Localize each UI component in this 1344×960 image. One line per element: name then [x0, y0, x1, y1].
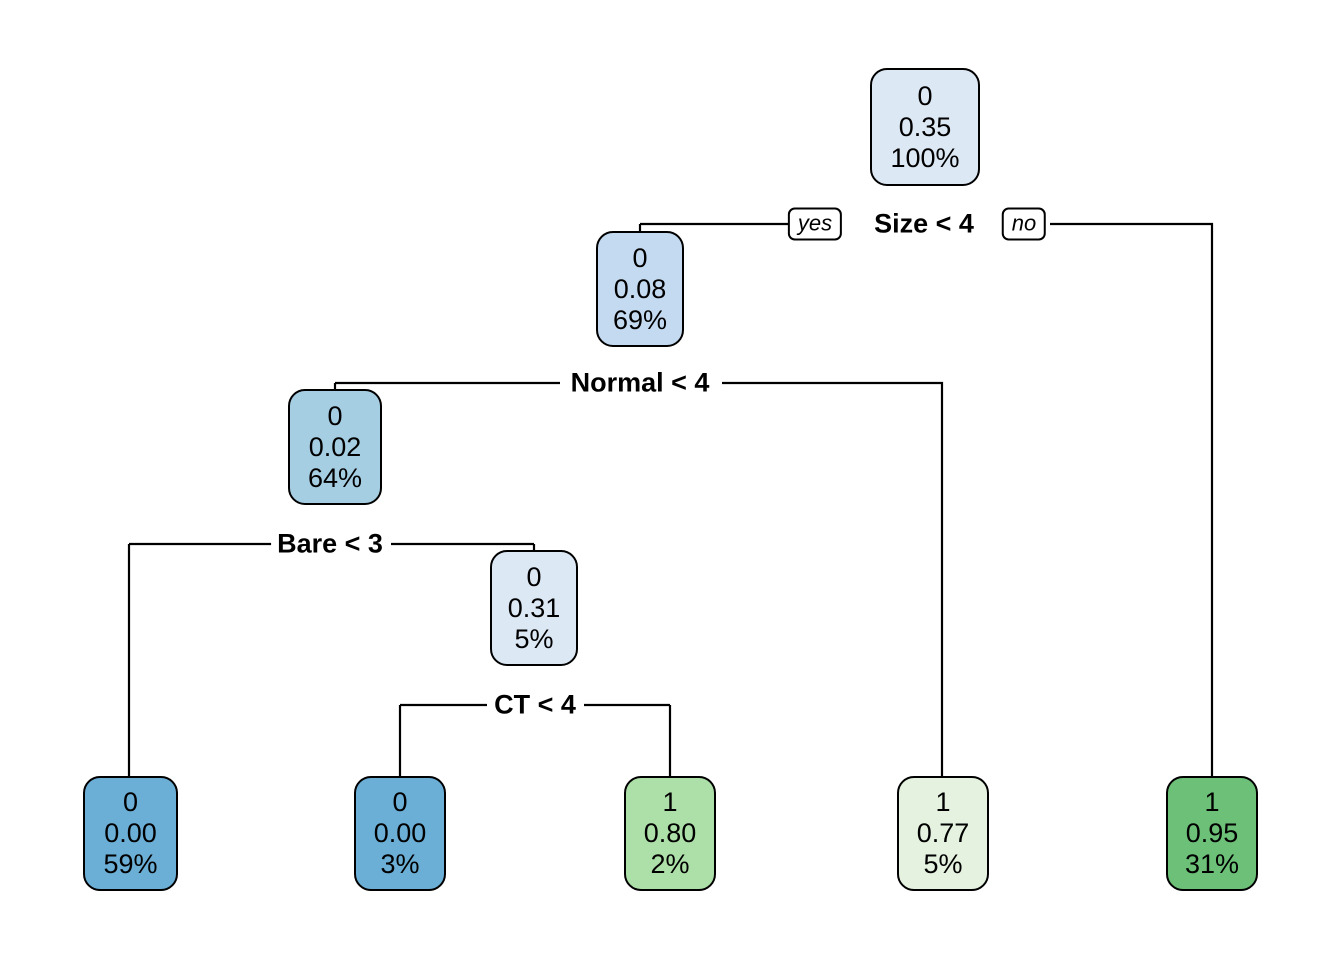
node-class-label: 0: [122, 787, 139, 817]
leaf-node-5pct[interactable]: 1 0.77 5%: [897, 776, 989, 891]
branch-label-no[interactable]: no: [1001, 207, 1047, 241]
node-probability: 0.95: [1185, 818, 1239, 848]
node-percent: 5%: [923, 849, 963, 879]
split-label-size[interactable]: Size < 4: [868, 210, 980, 238]
node-size-yes[interactable]: 0 0.08 69%: [596, 231, 684, 347]
node-normal-yes[interactable]: 0 0.02 64%: [288, 389, 382, 505]
node-class-label: 0: [327, 400, 343, 431]
leaf-node-3pct[interactable]: 0 0.00 3%: [354, 776, 446, 891]
leaf-node-2pct[interactable]: 1 0.80 2%: [624, 776, 716, 891]
node-percent: 64%: [307, 462, 363, 493]
node-percent: 59%: [103, 849, 158, 879]
node-probability: 0.02: [308, 431, 362, 462]
node-class-label: 0: [632, 242, 648, 273]
node-percent: 31%: [1184, 849, 1240, 879]
node-probability: 0.77: [916, 818, 970, 848]
node-percent: 2%: [650, 849, 690, 879]
leaf-node-59pct[interactable]: 0 0.00 59%: [83, 776, 178, 891]
node-probability: 0.00: [104, 818, 157, 848]
node-class-label: 1: [662, 787, 678, 817]
node-class-label: 1: [1204, 787, 1220, 817]
node-probability: 0.80: [643, 818, 697, 848]
node-percent: 69%: [612, 304, 668, 335]
node-percent: 5%: [514, 623, 554, 654]
leaf-node-31pct[interactable]: 1 0.95 31%: [1166, 776, 1258, 891]
split-label-bare[interactable]: Bare < 3: [271, 530, 389, 558]
node-probability: 0.00: [373, 818, 427, 848]
node-probability: 0.35: [898, 111, 952, 142]
edge-normal-no: [722, 381, 944, 776]
edge-size-no: [1050, 222, 1214, 776]
node-probability: 0.31: [507, 592, 561, 623]
branch-label-yes[interactable]: yes: [787, 207, 843, 241]
node-class-label: 1: [935, 787, 951, 817]
node-class-label: 0: [917, 80, 933, 111]
node-bare-no[interactable]: 0 0.31 5%: [490, 550, 578, 666]
node-root[interactable]: 0 0.35 100%: [870, 68, 980, 186]
split-label-normal[interactable]: Normal < 4: [564, 369, 716, 397]
node-percent: 100%: [890, 142, 960, 173]
node-class-label: 0: [392, 787, 408, 817]
node-class-label: 0: [526, 561, 542, 592]
split-label-ct[interactable]: CT < 4: [488, 691, 582, 719]
node-percent: 3%: [380, 849, 420, 879]
node-probability: 0.08: [613, 273, 667, 304]
